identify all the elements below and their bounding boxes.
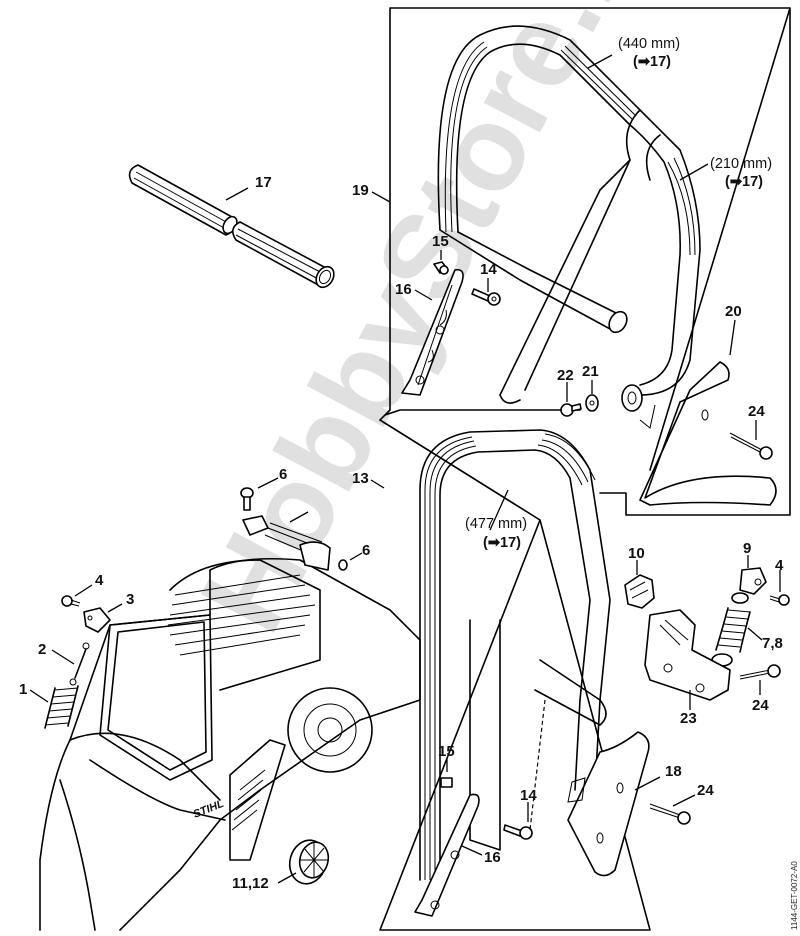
part-anti-vibration-spring-bracket xyxy=(242,515,331,571)
dim-210-ref: (➡17) xyxy=(725,174,763,190)
arrow-right-icon: ➡ xyxy=(730,174,743,190)
part-1-spring xyxy=(44,685,79,729)
chainsaw-powerhead xyxy=(39,558,421,931)
part-16-bracket-lower xyxy=(414,793,480,917)
part-24-screw-lower xyxy=(649,803,691,825)
dim-210-length: (210 mm) xyxy=(710,156,772,172)
part-16-bracket-upper xyxy=(401,268,464,396)
part-14-screw-upper xyxy=(471,288,501,306)
part-20-guard xyxy=(639,361,777,506)
callout-24-upper: 24 xyxy=(748,403,765,420)
callout-18: 18 xyxy=(665,763,682,780)
part-2-pin xyxy=(69,642,90,686)
part-6-screw-upper xyxy=(240,487,254,511)
part-21-washer xyxy=(585,394,599,412)
arrow-right-icon: ➡ xyxy=(638,54,651,70)
dim-477-ref: (➡17) xyxy=(483,535,521,551)
part-13-handle-bar xyxy=(419,429,611,881)
inset-frame-19 xyxy=(379,7,791,516)
callout-3: 3 xyxy=(126,591,134,608)
callout-17: 17 xyxy=(255,174,272,191)
callout-24-lower: 24 xyxy=(697,782,714,799)
dim-477-length: (477 mm) xyxy=(465,516,527,532)
part-24-screw-right xyxy=(739,664,781,680)
callout-22: 22 xyxy=(557,367,574,384)
callout-19: 19 xyxy=(352,182,369,199)
part-22-screw xyxy=(560,403,582,417)
callout-4-left: 4 xyxy=(95,572,104,589)
callout-15-upper: 15 xyxy=(432,233,449,250)
callout-20: 20 xyxy=(725,303,742,320)
dim-440-length: (440 mm) xyxy=(618,36,680,52)
part-4-screw-left xyxy=(61,595,81,607)
watermark: HobbyStore.it xyxy=(175,0,663,652)
part-14-screw-lower xyxy=(503,824,533,840)
callout-14-upper: 14 xyxy=(480,261,497,278)
callout-16-lower: 16 xyxy=(484,849,501,866)
callout-11-12: 11,12 xyxy=(232,875,269,892)
callout-15-lower: 15 xyxy=(438,743,455,760)
part-24-screw-upper xyxy=(729,432,773,460)
part-4-screw-right xyxy=(769,594,790,606)
callout-6-lower: 6 xyxy=(362,542,370,559)
part-11-12-plug xyxy=(288,839,330,885)
callout-9: 9 xyxy=(743,540,751,557)
watermark-text: HobbyStore.it xyxy=(175,0,663,652)
brand-logo: STIHL xyxy=(192,798,226,821)
callout-7-8: 7,8 xyxy=(762,635,783,652)
part-18-guard xyxy=(567,731,650,877)
part-17-sleeve xyxy=(128,164,335,289)
callout-14-lower: 14 xyxy=(520,787,537,804)
callout-13: 13 xyxy=(352,470,369,487)
callout-2: 2 xyxy=(38,641,46,658)
document-id: 1144-GET-0072-A0 xyxy=(790,861,799,930)
dim-440-ref: (➡17) xyxy=(633,54,671,70)
part-15-spacer-lower xyxy=(440,777,453,788)
part-6-screw-lower xyxy=(338,559,348,571)
part-10-buffer xyxy=(624,574,655,609)
arrow-right-icon: ➡ xyxy=(488,535,501,551)
callout-21: 21 xyxy=(582,363,599,380)
part-3-buffer-mount xyxy=(83,607,111,633)
part-7-8-spring xyxy=(711,607,751,667)
part-9-mount xyxy=(731,567,767,604)
callout-10: 10 xyxy=(628,545,645,562)
callout-24-right: 24 xyxy=(752,697,769,714)
callout-4-right: 4 xyxy=(775,557,784,574)
callout-6-upper: 6 xyxy=(279,466,287,483)
part-19-handle-bar xyxy=(437,25,701,412)
callout-1: 1 xyxy=(19,681,27,698)
part-23-mount-plate xyxy=(644,609,731,701)
callout-23: 23 xyxy=(680,710,697,727)
part-15-spacer-upper xyxy=(433,261,449,275)
callout-16-upper: 16 xyxy=(395,281,412,298)
